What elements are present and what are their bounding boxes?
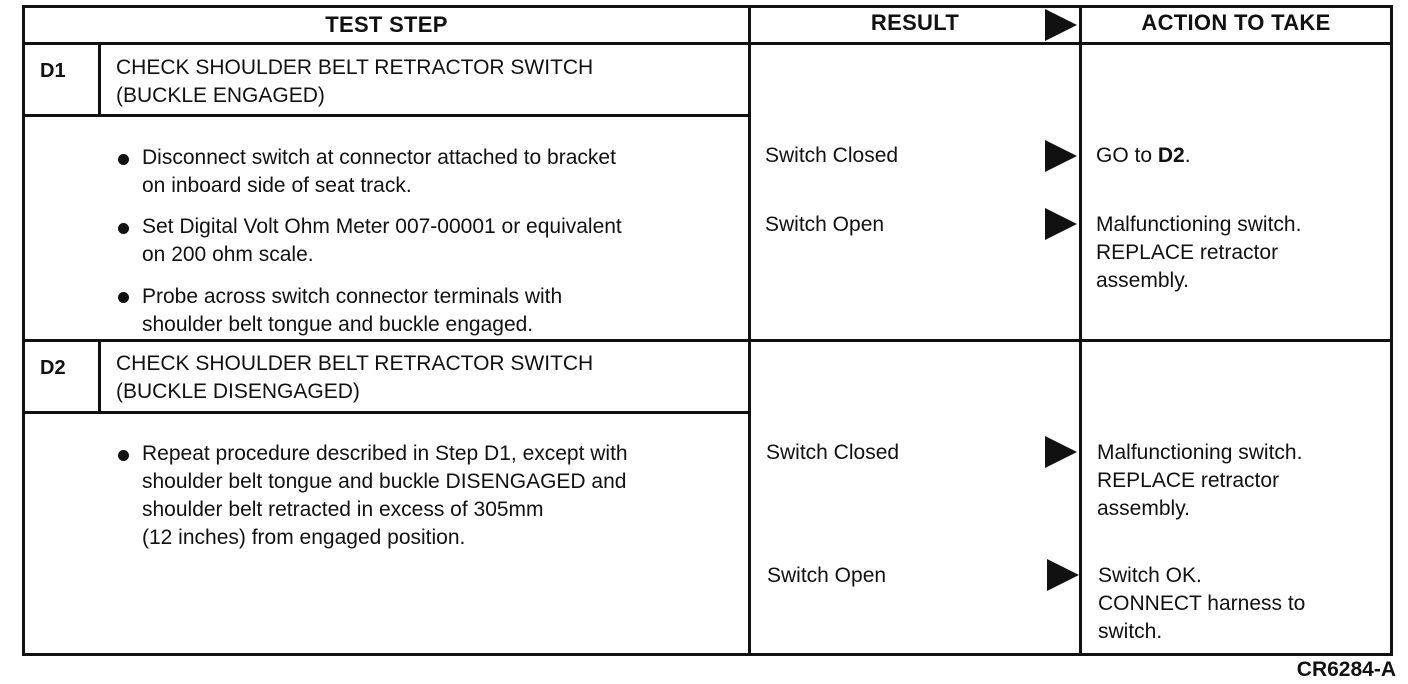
d1-bullet-2-line2: on 200 ohm scale. [142,243,314,266]
header-arrow-icon [1045,9,1077,41]
d1-bullet-3-line2: shoulder belt tongue and buckle engaged. [142,313,534,336]
d1-bullet-3-line1: Probe across switch connector terminals … [142,285,563,308]
d1-title: CHECK SHOULDER BELT RETRACTOR SWITCH (BU… [116,54,593,110]
header-action: ACTION TO TAKE [1141,10,1331,35]
d1-action-open-line3: assembly. [1096,269,1189,292]
d1-bullet-1: Disconnect switch at connector attached … [142,144,616,200]
d1-action-open-line1: Malfunctioning switch. [1096,213,1302,236]
bullet-icon [118,154,129,165]
d2-title-line1: CHECK SHOULDER BELT RETRACTOR SWITCH [116,352,594,375]
d1-action-closed: GO to D2. [1096,142,1191,170]
d1-title-underline [22,114,751,117]
d2-title-underline [22,411,751,414]
header-result: RESULT [870,10,960,35]
d1-action-closed-step-ref: D2 [1157,144,1185,167]
table-border-right [1390,5,1393,656]
d1-bullet-3: Probe across switch connector terminals … [142,283,562,339]
d2-bullet-1-line3: shoulder belt retracted in excess of 305… [142,498,544,521]
column-divider-action [1079,5,1082,656]
d2-title-line2: (BUCKLE DISENGAGED) [116,380,360,403]
bullet-icon [118,450,129,461]
d2-bullet-1: Repeat procedure described in Step D1, e… [142,440,628,552]
header-test-step: TEST STEP [325,12,448,37]
step-divider [22,339,1393,342]
d2-action-open-line1: Switch OK. [1098,564,1202,587]
d2-bullet-1-line1: Repeat procedure described in Step D1, e… [142,442,628,465]
d2-bullet-1-line4: (12 inches) from engaged position. [142,526,466,549]
d2-action-open-line2: CONNECT harness to [1098,592,1306,615]
d2-action-closed-line2: REPLACE retractor [1097,469,1280,492]
d1-action-closed-suffix: . [1184,144,1191,167]
bullet-icon [118,223,129,234]
result-arrow-icon [1047,559,1079,591]
table-border-left [22,5,25,656]
step-id-d2: D2 [40,357,66,379]
d1-action-open: Malfunctioning switch. REPLACE retractor… [1096,211,1301,295]
d1-bullet-1-line1: Disconnect switch at connector attached … [142,146,616,169]
d1-title-line2: (BUCKLE ENGAGED) [116,84,325,107]
step-id-d1: D1 [40,60,66,82]
d1-action-open-line2: REPLACE retractor [1096,241,1279,264]
d2-action-open: Switch OK. CONNECT harness to switch. [1098,562,1305,646]
d1-result-open: Switch Open [765,213,885,236]
d1-bullet-2: Set Digital Volt Ohm Meter 007-00001 or … [142,213,622,269]
table-border-bottom [22,653,1393,656]
d2-action-closed-line1: Malfunctioning switch. [1097,441,1303,464]
d1-bullet-1-line2: on inboard side of seat track. [142,174,412,197]
d1-title-line1: CHECK SHOULDER BELT RETRACTOR SWITCH [116,56,594,79]
d2-title: CHECK SHOULDER BELT RETRACTOR SWITCH (BU… [116,350,593,406]
header-divider [22,42,1393,45]
result-arrow-icon [1045,208,1077,240]
result-arrow-icon [1045,436,1077,468]
d1-id-divider [98,42,101,117]
d2-result-closed: Switch Closed [766,441,900,464]
d2-bullet-1-line2: shoulder belt tongue and buckle DISENGAG… [142,470,627,493]
result-arrow-icon [1045,140,1077,172]
d1-result-closed: Switch Closed [765,144,899,167]
d1-action-closed-prefix: GO to [1096,144,1158,167]
figure-id: CR6284-A [1296,658,1396,681]
d1-bullet-2-line1: Set Digital Volt Ohm Meter 007-00001 or … [142,215,622,238]
d2-action-open-line3: switch. [1098,620,1163,643]
d2-action-closed-line3: assembly. [1097,497,1190,520]
table-border-top [22,5,1393,8]
d2-result-open: Switch Open [767,564,887,587]
column-divider-result [748,5,751,656]
bullet-icon [118,292,129,303]
d2-action-closed: Malfunctioning switch. REPLACE retractor… [1097,439,1302,523]
d2-id-divider [98,339,101,414]
